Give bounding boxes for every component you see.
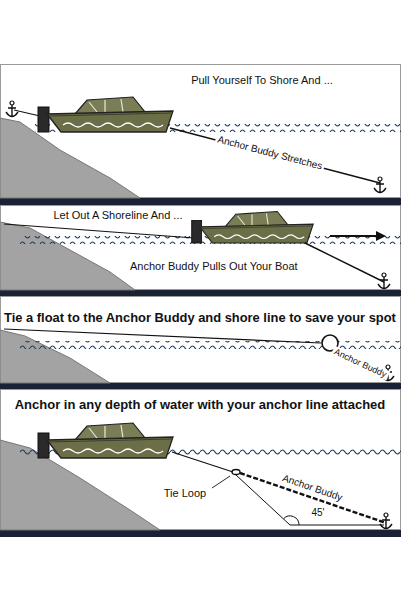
separator-bar xyxy=(0,290,401,296)
shore-anchor xyxy=(6,101,18,117)
dimension-label: 45' xyxy=(311,507,324,519)
shore-rope xyxy=(4,224,194,238)
instruction-text: Anchor Buddy Pulls Out Your Boat xyxy=(130,260,298,273)
panel xyxy=(1,206,401,290)
arrowhead xyxy=(376,231,386,241)
angle-arc xyxy=(284,516,299,525)
anchor xyxy=(378,273,390,289)
callout-label: Tie Loop xyxy=(164,487,206,500)
instruction-text: Pull Yourself To Shore And ... xyxy=(191,74,333,87)
panel xyxy=(1,65,401,198)
boat xyxy=(192,212,314,244)
tie-loop xyxy=(232,470,240,475)
panel xyxy=(1,297,401,383)
shore-rope xyxy=(14,110,40,116)
anchor xyxy=(374,177,386,193)
anchor-buddy-line xyxy=(170,128,380,183)
leader-line xyxy=(212,476,230,488)
line-label: Anchor Buddy xyxy=(280,472,343,503)
water-surface xyxy=(20,341,401,349)
boat xyxy=(38,423,173,458)
boat xyxy=(38,97,173,132)
separator-bar xyxy=(0,530,401,537)
separator-bar xyxy=(0,383,401,389)
anchor-buddy-line xyxy=(305,243,384,282)
line-label: Anchor Buddy Stretches xyxy=(214,133,325,172)
shore-rope xyxy=(4,329,321,343)
shore xyxy=(0,330,110,383)
instruction-text: Let Out A Shoreline And ... xyxy=(53,209,182,222)
panel-heading: Anchor in any depth of water with your a… xyxy=(15,398,386,413)
anchor-buddy-line xyxy=(240,473,386,523)
direction-arrow xyxy=(330,235,378,237)
line-label: Anchor Buddy xyxy=(330,346,389,381)
separator-bar xyxy=(0,198,401,205)
anchor-line xyxy=(172,452,233,472)
panel-heading: Tie a float to the Anchor Buddy and shor… xyxy=(4,311,396,326)
panel xyxy=(1,390,401,530)
anchor xyxy=(380,513,392,529)
